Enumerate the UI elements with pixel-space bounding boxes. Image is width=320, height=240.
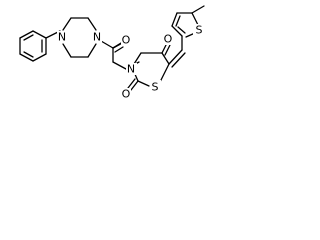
chemical-structure-diagram: N N O N O O S S — [19, 5, 205, 101]
atom-amide-oxygen: O — [122, 34, 131, 47]
thiazolidinedione-ring — [133, 52, 170, 87]
atom-labels: N N O N O O S S — [57, 24, 204, 101]
piperazine-ring — [62, 17, 97, 58]
atom-piperazine-n1: N — [58, 31, 66, 44]
phenyl-ring — [19, 30, 47, 62]
exocyclic-double-bond — [168, 49, 183, 65]
thiophene-ring — [171, 12, 199, 38]
atom-piperazine-n4: N — [93, 31, 101, 44]
atom-thiazolidine-n: N — [127, 63, 135, 76]
amide-carbonyl-bond-2 — [114, 46, 124, 53]
c2-carbonyl-bond — [130, 80, 139, 91]
atom-thiazolidine-s: S — [152, 81, 159, 94]
atom-c2-oxygen: O — [122, 88, 131, 101]
c4-carbonyl-bond-2 — [164, 44, 171, 56]
atom-thiophene-s: S — [196, 24, 203, 37]
amide-carbonyl-bond — [112, 42, 122, 49]
c2-carbonyl-bond-2 — [127, 78, 136, 89]
exocyclic-double-bond-2 — [171, 52, 186, 68]
atom-c4-oxygen: O — [164, 33, 173, 46]
methyl-bond — [191, 5, 205, 14]
